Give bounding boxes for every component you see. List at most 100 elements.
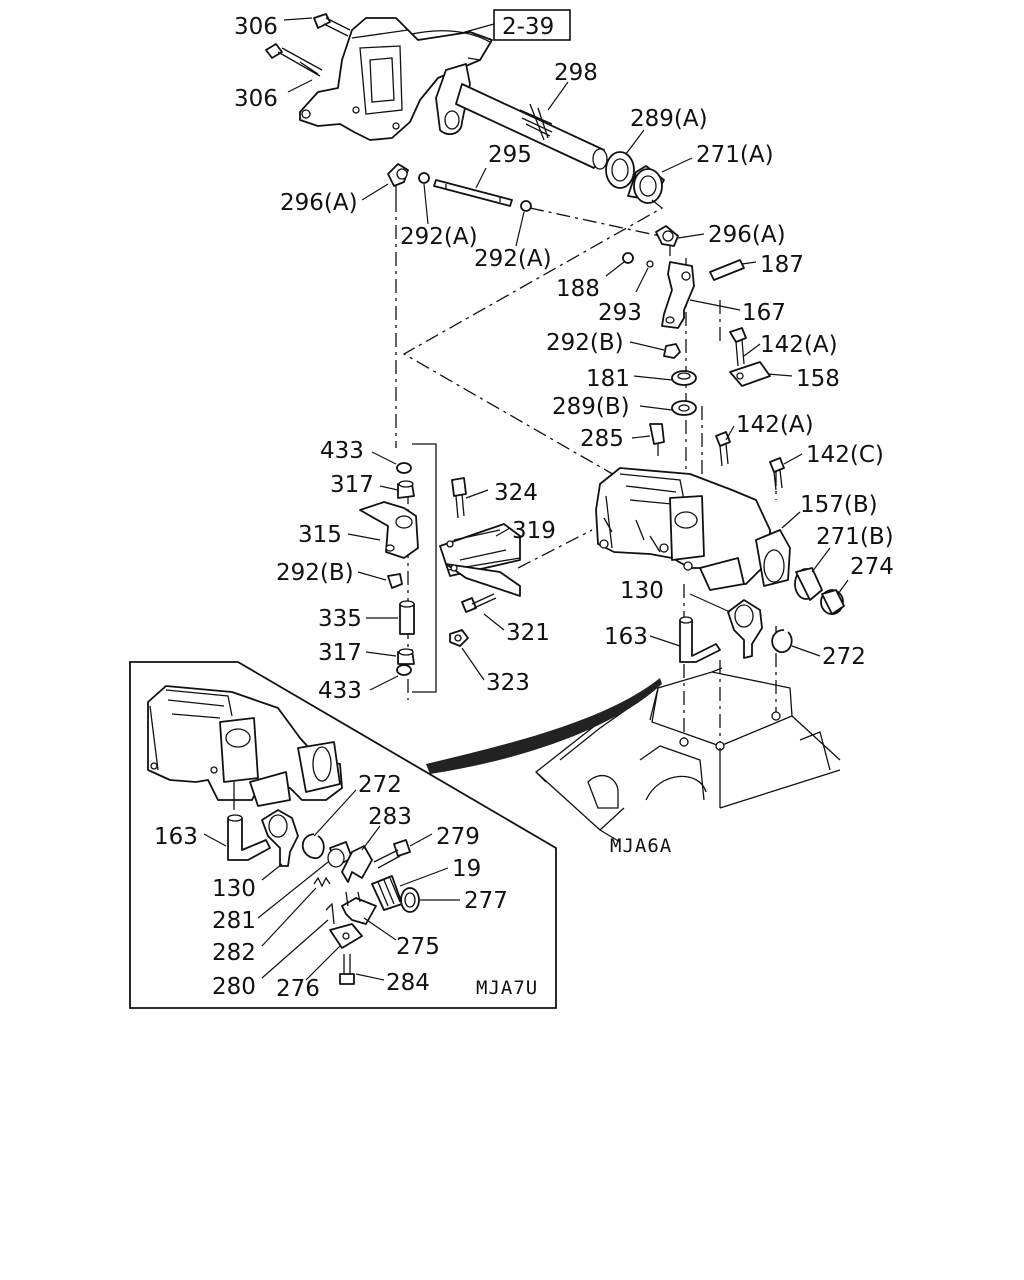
inset-seal-277 <box>400 887 460 913</box>
inset-bolt-279 <box>373 833 433 869</box>
label-296a-right: 296(A) <box>708 222 786 248</box>
label-163-main: 163 <box>604 624 648 650</box>
label-315: 315 <box>298 522 342 548</box>
bolt-306-lower <box>265 43 323 93</box>
label-323: 323 <box>486 670 530 696</box>
callout-labels: 2-39 306 306 298 289(A) 271(A) 295 296(A… <box>154 14 894 1002</box>
label-274: 274 <box>850 554 894 580</box>
label-293: 293 <box>598 300 642 326</box>
washer-293 <box>635 260 654 293</box>
lever-315 <box>347 501 419 559</box>
transmission-cover-drawing <box>299 17 493 141</box>
label-285: 285 <box>580 426 624 452</box>
inset-lever-130 <box>261 809 299 881</box>
label-324: 324 <box>494 480 538 506</box>
bracket-loop <box>412 443 437 693</box>
inset-bolt-284 <box>339 954 385 985</box>
label-272-inset: 272 <box>358 772 402 798</box>
label-289b: 289(B) <box>552 394 630 420</box>
nut-292a-left <box>418 172 430 225</box>
label-277: 277 <box>464 888 508 914</box>
bolt-321 <box>461 593 505 631</box>
label-335: 335 <box>318 606 362 632</box>
label-276: 276 <box>276 976 320 1002</box>
label-167: 167 <box>742 300 786 326</box>
label-317-upper: 317 <box>330 472 374 498</box>
inset-pin-163 <box>203 814 271 861</box>
label-298: 298 <box>554 60 598 86</box>
inset-plate-276 <box>305 923 363 981</box>
label-283: 283 <box>368 804 412 830</box>
label-321: 321 <box>506 620 550 646</box>
pin-335 <box>366 600 415 635</box>
inset-housing-drawing <box>147 685 343 810</box>
diagram-code-main: MJA6A <box>610 835 672 857</box>
bolt-324 <box>451 477 489 519</box>
pin-163-main <box>649 616 721 663</box>
pin-187 <box>709 259 757 281</box>
label-433-lower: 433 <box>318 678 362 704</box>
ref-box <box>457 9 571 41</box>
label-306-upper: 306 <box>234 14 278 40</box>
bracket-319 <box>439 523 521 597</box>
inset-bracket-275 <box>341 891 397 941</box>
plug-285 <box>631 423 665 456</box>
inset-pin-280 <box>261 902 335 979</box>
label-319: 319 <box>512 518 556 544</box>
clip-272-main <box>771 629 821 657</box>
label-292b-upper: 292(B) <box>546 330 624 356</box>
bolt-142c <box>769 453 803 491</box>
label-292a-right: 292(A) <box>474 246 552 272</box>
pointer-arrow <box>426 678 662 774</box>
label-271a: 271(A) <box>696 142 774 168</box>
label-130-inset: 130 <box>212 876 256 902</box>
transmission-base-drawing <box>534 667 841 843</box>
nut-188 <box>605 252 634 277</box>
label-306-lower: 306 <box>234 86 278 112</box>
oring-433-upper <box>371 451 412 474</box>
nut-292b-lower <box>357 571 403 589</box>
shift-housing-157b <box>595 467 801 591</box>
oring-433-lower <box>369 664 412 691</box>
label-163-inset: 163 <box>154 824 198 850</box>
nut-292a-right <box>515 200 532 247</box>
label-280: 280 <box>212 974 256 1000</box>
inset-clip-272 <box>301 789 357 859</box>
label-142a-upper: 142(A) <box>760 332 838 358</box>
bracket-167 <box>661 261 741 329</box>
shift-shaft-298 <box>435 63 608 170</box>
inset-collar-281 <box>257 841 353 919</box>
label-275: 275 <box>396 934 440 960</box>
label-295: 295 <box>488 142 532 168</box>
label-282: 282 <box>212 940 256 966</box>
label-271b: 271(B) <box>816 524 894 550</box>
label-272-main: 272 <box>822 644 866 670</box>
bush-317-upper <box>379 480 415 499</box>
bush-317-lower <box>365 648 415 665</box>
label-292a-left: 292(A) <box>400 224 478 250</box>
label-433-upper: 433 <box>320 438 364 464</box>
bushing-271b <box>794 547 831 601</box>
plug-274 <box>820 579 849 615</box>
label-188: 188 <box>556 276 600 302</box>
nut-292b-upper <box>629 341 681 359</box>
label-142c: 142(C) <box>806 442 884 468</box>
diagram-code-inset: MJA7U <box>476 977 538 999</box>
rod-295 <box>433 167 513 207</box>
bolt-142a-upper <box>729 327 761 367</box>
bolt-306-upper <box>283 13 351 37</box>
label-181: 181 <box>586 366 630 392</box>
label-142a-lower: 142(A) <box>736 412 814 438</box>
label-317-lower: 317 <box>318 640 362 666</box>
label-157b: 157(B) <box>800 492 878 518</box>
inset-spring-19 <box>371 867 449 911</box>
label-289a: 289(A) <box>630 106 708 132</box>
label-158: 158 <box>796 366 840 392</box>
bolt-142a-lower <box>715 425 735 467</box>
inset-spring-282 <box>261 876 331 947</box>
label-130-main: 130 <box>620 578 664 604</box>
seal-289b <box>639 400 697 416</box>
label-279: 279 <box>436 824 480 850</box>
bushing-271a <box>627 157 693 204</box>
